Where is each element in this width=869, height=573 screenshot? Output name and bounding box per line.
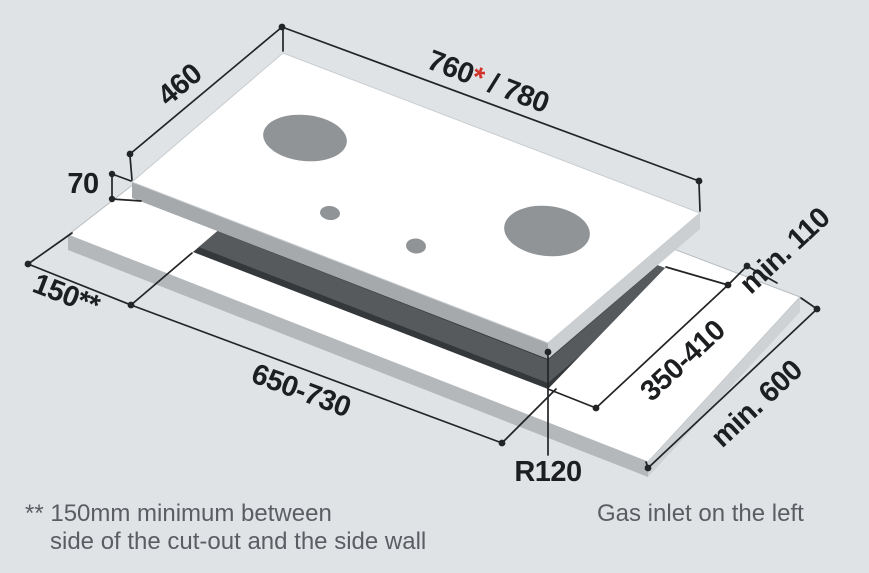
gas-inlet-note: Gas inlet on the left — [597, 500, 804, 527]
burner-left-icon — [263, 114, 347, 162]
side-clearance-ext-line — [27, 232, 73, 265]
diagram-notes: ** 150mm minimum between side of the cut… — [25, 500, 804, 555]
control-knob-left-icon — [320, 205, 340, 221]
counter-depth-dim-line — [647, 308, 818, 469]
cutout-width-ext-right — [501, 388, 557, 444]
cutout-width-dim-line — [130, 304, 503, 444]
cutout-depth-ext-back — [665, 266, 729, 286]
side-clearance-dim-line — [27, 263, 132, 306]
hob-right-face — [548, 213, 700, 359]
depth-dim-line — [129, 26, 283, 155]
height-dim-label: 70 — [67, 168, 98, 200]
footnote-line1: ** 150mm minimum between — [25, 500, 332, 527]
right-clearance-dim-line — [727, 265, 748, 286]
depth-ext-line — [129, 155, 133, 181]
cutout-width-ext-left — [130, 252, 193, 306]
footnote-line2: side of the cut-out and the side wall — [50, 528, 426, 555]
width-ext-line-right — [698, 182, 701, 212]
cutout-depth-ext-front — [547, 388, 597, 409]
hob-left-face — [132, 182, 548, 359]
dimension-endpoint-dots — [24, 23, 821, 472]
burner-right-icon — [504, 205, 590, 257]
width-dim-line — [281, 26, 700, 182]
right-clearance-ext-line — [746, 265, 778, 284]
corner-radius-label: R120 — [514, 456, 581, 488]
height-tick-top — [111, 173, 132, 182]
dimension-lines — [24, 23, 821, 472]
control-knob-right-icon — [406, 238, 426, 254]
cutout-depth-dim-line — [595, 284, 729, 409]
hob — [131, 52, 701, 359]
height-tick-bottom — [111, 198, 142, 202]
countertop-front-face — [68, 235, 648, 477]
